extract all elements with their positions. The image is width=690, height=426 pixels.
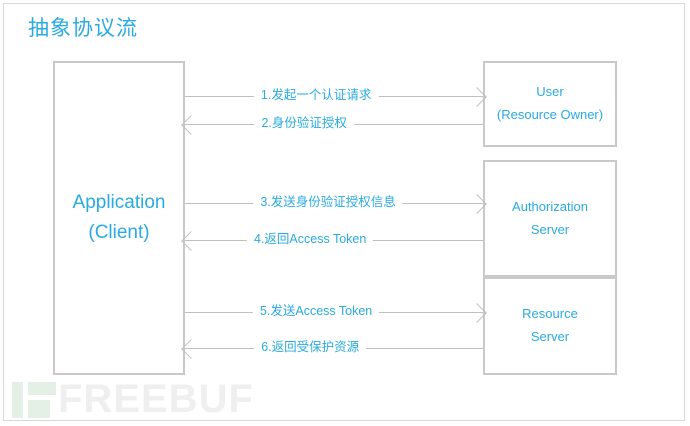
flow-arrow-2-label: 2.身份验证授权 xyxy=(254,114,354,133)
node-authorization-server-line1: Authorization xyxy=(512,198,588,214)
flow-arrow-4-label: 4.返回Access Token xyxy=(246,230,374,249)
node-application-client-line1: Application xyxy=(72,191,166,213)
node-resource-server[interactable]: Resource Server xyxy=(483,277,617,375)
node-user-line2: (Resource Owner) xyxy=(496,107,604,122)
flow-arrow-5: 5.发送Access Token xyxy=(185,302,487,323)
flow-arrow-2: 2.身份验证授权 xyxy=(181,114,483,135)
flow-arrow-3-label: 3.发送身份验证授权信息 xyxy=(253,193,403,212)
node-user-resource-owner[interactable]: User (Resource Owner) xyxy=(483,61,617,147)
flow-arrow-6: 6.返回受保护资源 xyxy=(181,338,483,359)
flow-arrow-4: 4.返回Access Token xyxy=(181,230,483,251)
node-application-client[interactable]: Application (Client) xyxy=(53,61,185,375)
node-application-client-line2: (Client) xyxy=(88,222,150,243)
flow-arrow-3: 3.发送身份验证授权信息 xyxy=(185,193,487,214)
flow-arrow-6-label: 6.返回受保护资源 xyxy=(254,338,367,357)
node-authorization-server-line2: Server xyxy=(530,221,570,237)
node-resource-server-line2: Server xyxy=(530,329,570,344)
flow-arrow-1-label: 1.发起一个认证请求 xyxy=(253,86,379,105)
diagram-frame xyxy=(3,3,685,421)
flow-arrow-1: 1.发起一个认证请求 xyxy=(185,86,487,107)
node-resource-server-line1: Resource xyxy=(522,306,578,322)
flow-arrow-5-label: 5.发送Access Token xyxy=(252,302,380,321)
node-user-line1: User xyxy=(536,84,564,100)
page-title: 抽象协议流 xyxy=(28,17,138,40)
node-authorization-server[interactable]: Authorization Server xyxy=(483,160,617,277)
